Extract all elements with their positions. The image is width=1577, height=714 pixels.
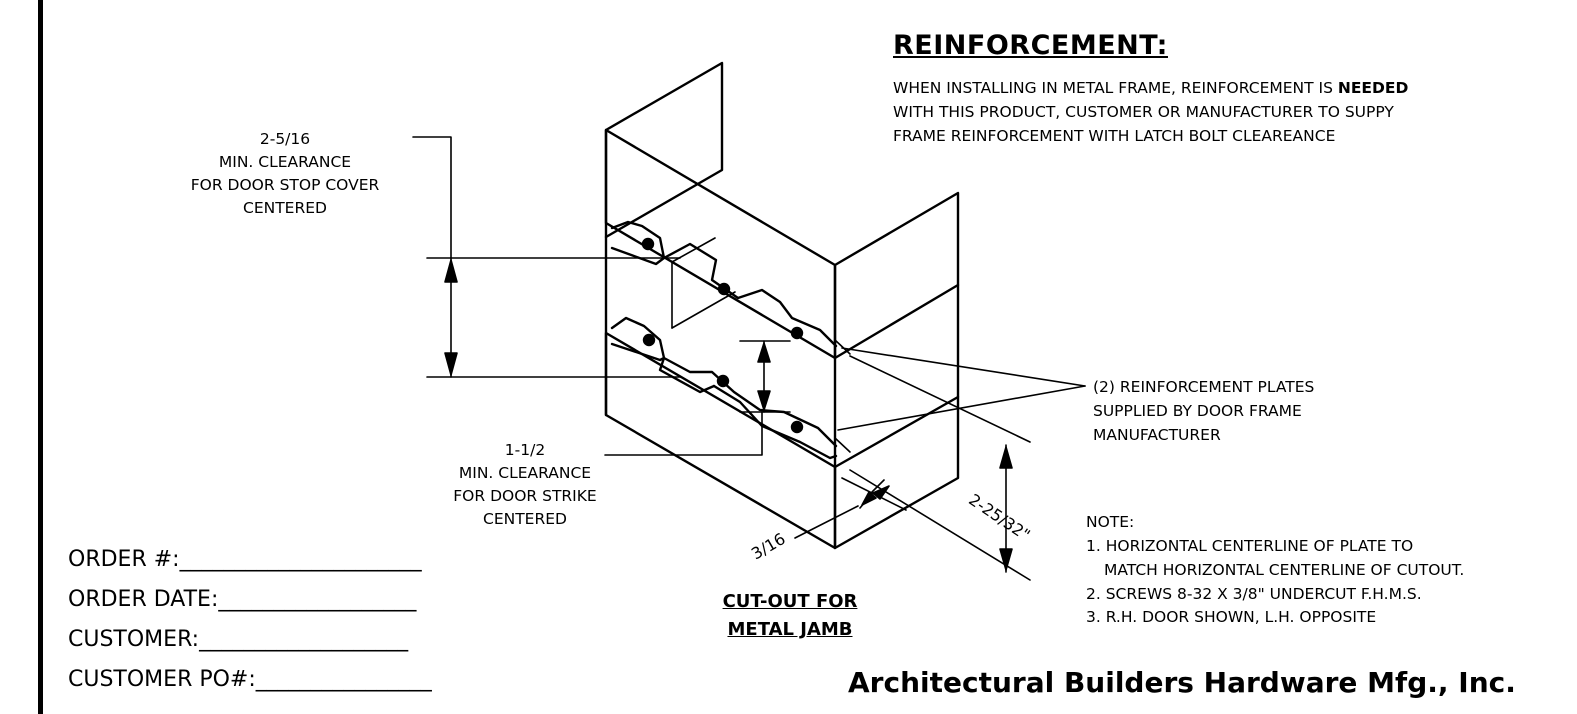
order-date-field: ORDER DATE:__________________	[68, 587, 417, 612]
dim-strike-line-2: FOR DOOR STRIKE	[453, 487, 597, 505]
dim-top-line-3: CENTERED	[243, 199, 327, 217]
dim-strike-line-1: MIN. CLEARANCE	[458, 464, 592, 482]
note-1b: MATCH HORIZONTAL CENTERLINE OF CUTOUT.	[1104, 561, 1465, 579]
dimension-strike-clearance	[604, 340, 791, 456]
reinforcement-plate-lower	[610, 316, 838, 460]
reinforcement-plate-upper	[610, 220, 838, 348]
plates-callout-line-1: (2) REINFORCEMENT PLATES	[1093, 378, 1315, 396]
notes-header: NOTE:	[1086, 513, 1135, 531]
reinforcement-title: REINFORCEMENT:	[893, 30, 1168, 61]
dim-top-line-1: MIN. CLEARANCE	[218, 153, 352, 171]
cutout-label-line-1: CUT-OUT FOR	[722, 591, 858, 612]
plates-callout-leaders	[837, 347, 1086, 431]
reinforcement-line-1-text: WHEN INSTALLING IN METAL FRAME, REINFORC…	[893, 79, 1338, 97]
dim-top-line-2: FOR DOOR STOP COVER	[190, 176, 380, 194]
customer-field: CUSTOMER:___________________	[68, 627, 409, 652]
note-2: 2. SCREWS 8-32 X 3/8" UNDERCUT F.H.M.S.	[1086, 585, 1422, 603]
reinforcement-needed-emphasis: NEEDED	[1337, 79, 1409, 97]
customer-po-field: CUSTOMER PO#:________________	[68, 667, 432, 692]
reinforcement-line-3: FRAME REINFORCEMENT WITH LATCH BOLT CLEA…	[893, 127, 1336, 145]
dimension-depth	[849, 355, 1031, 581]
company-name: Architectural Builders Hardware Mfg., In…	[848, 666, 1516, 699]
lower-jamb-box	[604, 283, 960, 550]
dimension-thickness	[794, 477, 907, 539]
cutout-inner-edges	[671, 237, 851, 453]
note-3: 3. R.H. DOOR SHOWN, L.H. OPPOSITE	[1086, 608, 1377, 626]
order-number-field: ORDER #:______________________	[68, 547, 422, 572]
dim-top-value: 2-5/16	[259, 130, 311, 148]
plates-callout-line-2: SUPPLIED BY DOOR FRAME	[1093, 402, 1302, 420]
reinforcement-line-2: WITH THIS PRODUCT, CUSTOMER OR MANUFACTU…	[893, 103, 1394, 121]
dimension-top-clearance	[412, 136, 681, 378]
reinforcement-line-1: WHEN INSTALLING IN METAL FRAME, REINFORC…	[893, 78, 1408, 98]
note-1a: 1. HORIZONTAL CENTERLINE OF PLATE TO	[1086, 537, 1414, 555]
dim-strike-value: 1-1/2	[504, 441, 546, 459]
cutout-label-line-2: METAL JAMB	[727, 619, 853, 640]
dim-strike-line-3: CENTERED	[483, 510, 567, 528]
plates-callout-line-3: MANUFACTURER	[1093, 426, 1221, 444]
left-border-rule	[38, 0, 43, 714]
